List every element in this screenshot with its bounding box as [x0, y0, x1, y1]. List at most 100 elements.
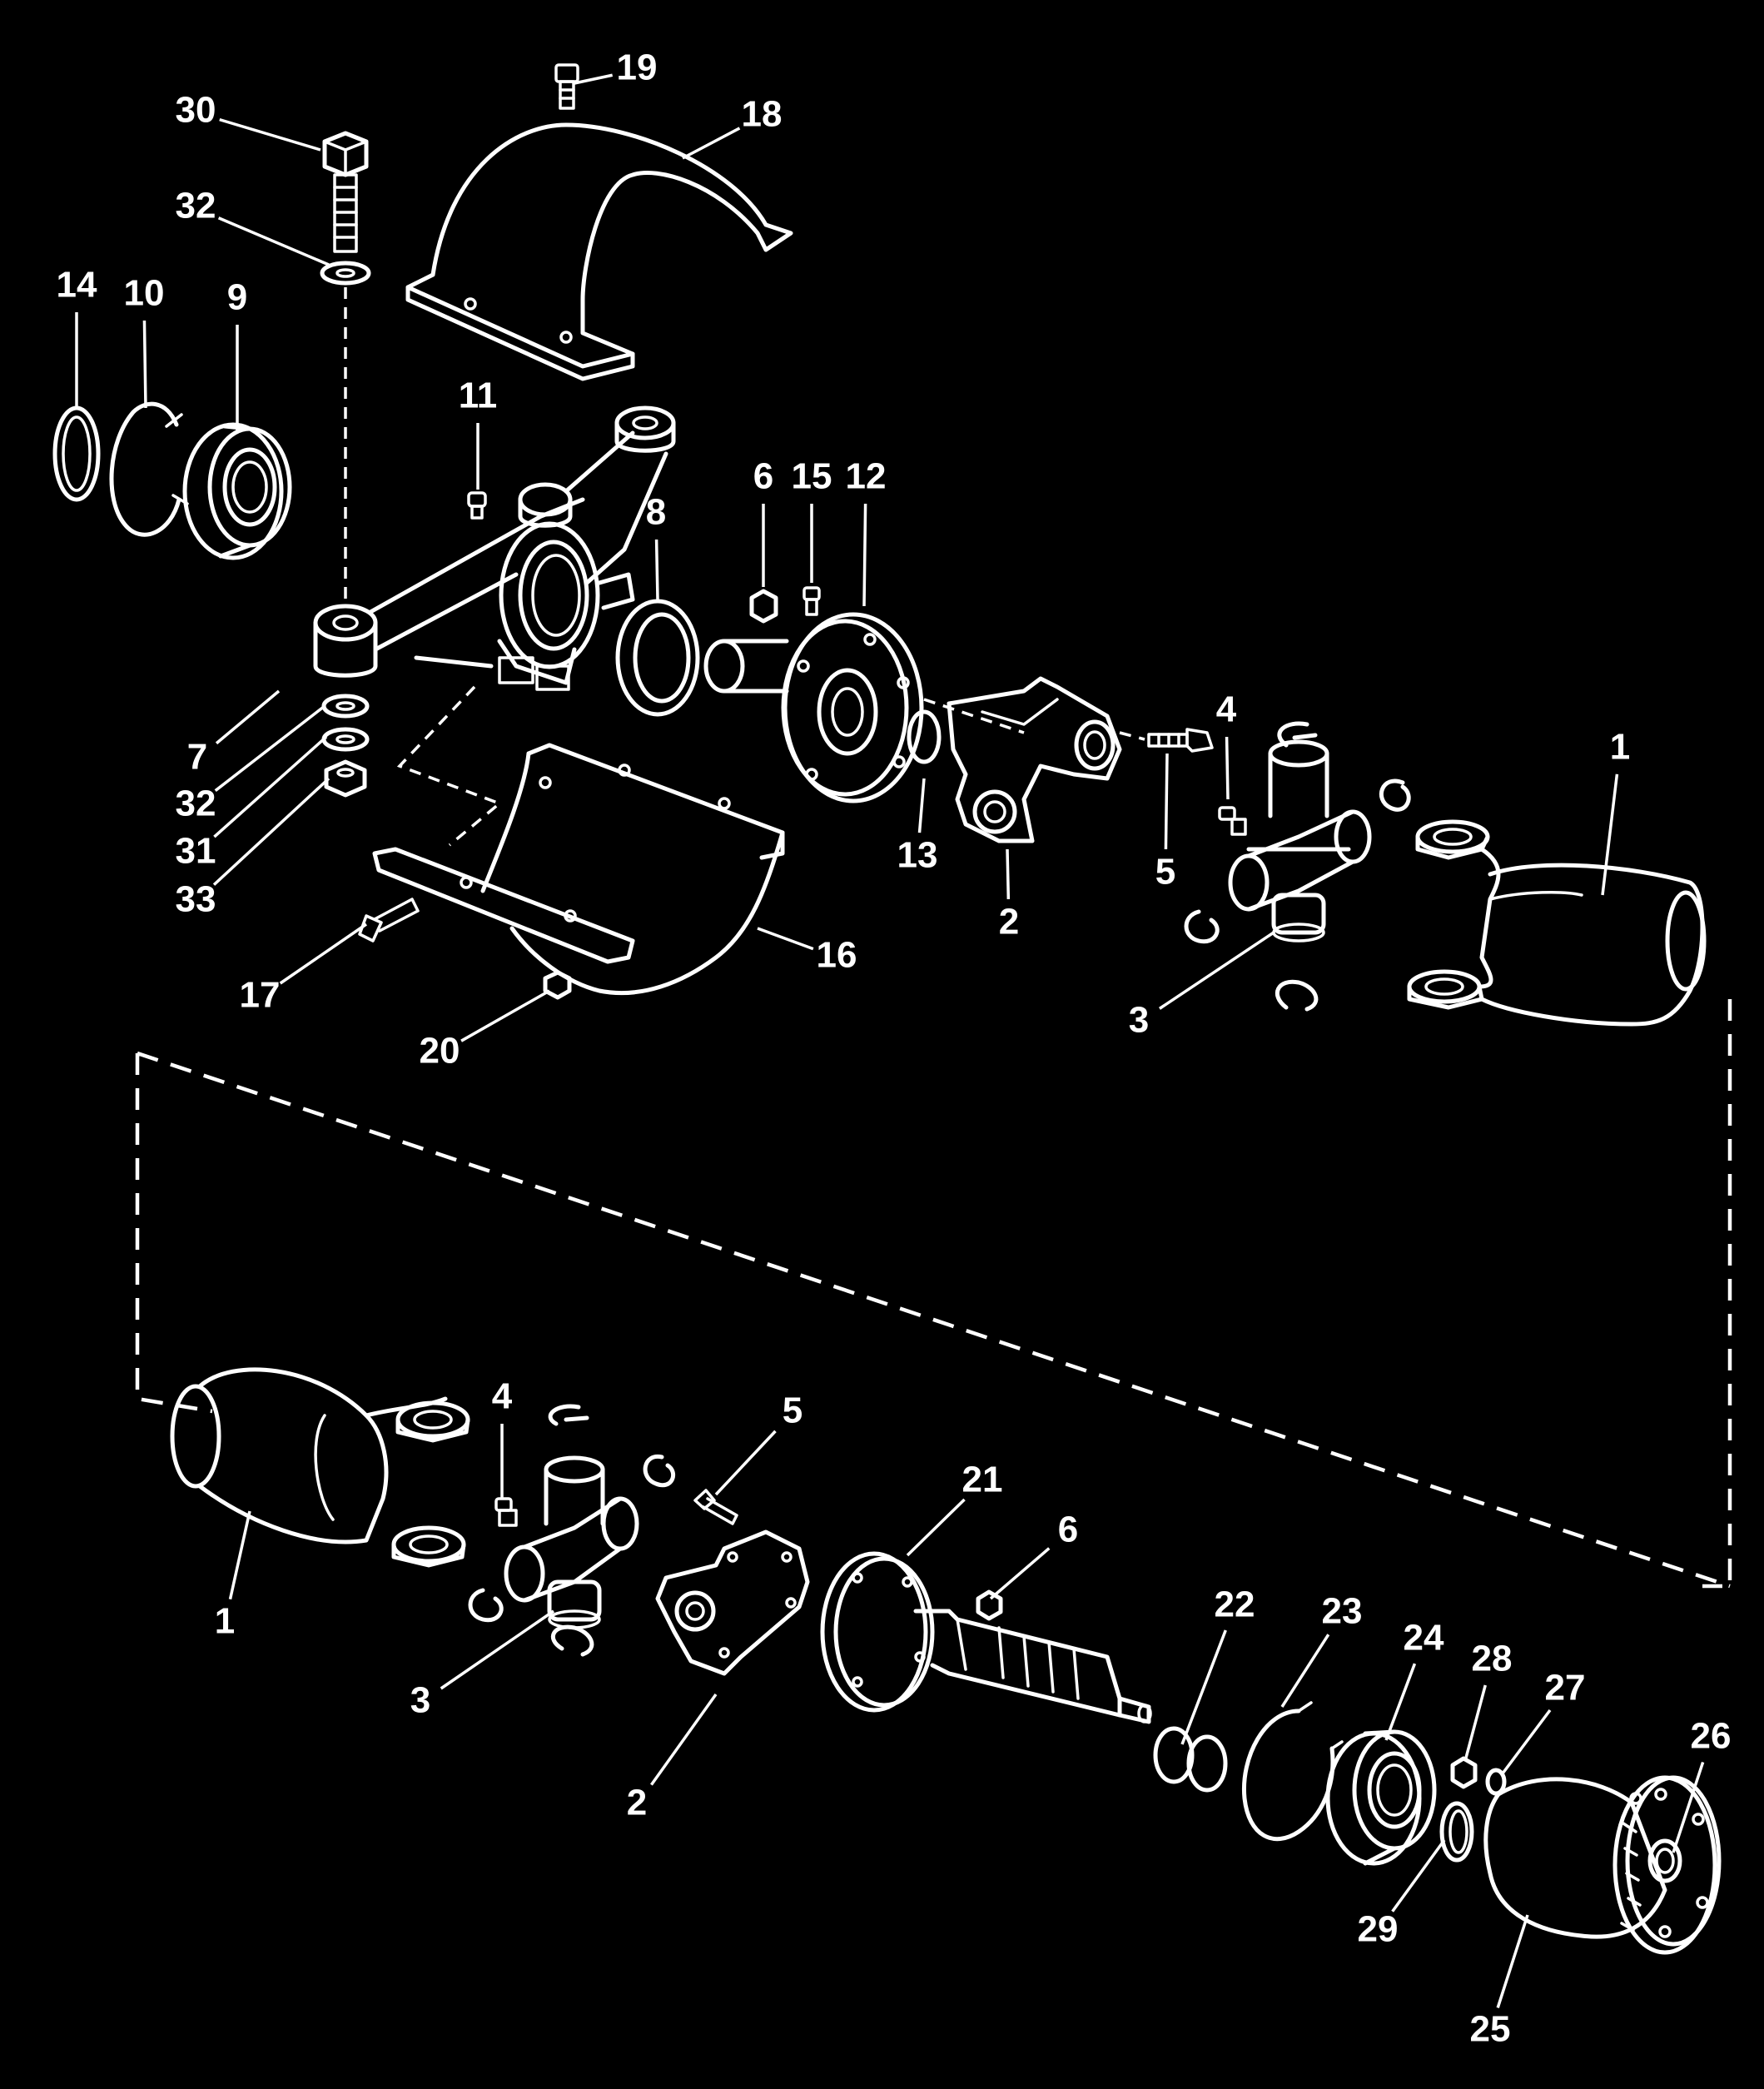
- part-flange-yoke-2-upper: [947, 676, 1122, 843]
- callout-label-c2b: 2: [627, 1783, 647, 1823]
- leader-c5b: [714, 1430, 777, 1496]
- callout-label-c26: 26: [1691, 1716, 1732, 1757]
- leader-c12: [862, 503, 867, 607]
- part-grease-fitting-4-lower: [494, 1497, 518, 1527]
- callout-label-c23: 23: [1322, 1591, 1363, 1632]
- leader-c4a: [1225, 736, 1230, 800]
- part-nut-6-upper: [749, 589, 778, 624]
- callout-label-c27: 27: [1545, 1668, 1586, 1709]
- leader-c6b: [989, 1547, 1051, 1600]
- callout-label-c16: 16: [817, 935, 857, 976]
- callout-label-c3a: 3: [1129, 1000, 1149, 1041]
- callout-label-c4b: 4: [492, 1376, 513, 1417]
- leader-c2b: [650, 1693, 718, 1786]
- callout-label-c31: 31: [176, 831, 216, 872]
- leader-c7: [215, 689, 281, 745]
- leader-c28: [1463, 1684, 1487, 1762]
- part-bolt-19: [554, 63, 579, 110]
- part-grease-fitting-11: [467, 491, 487, 520]
- part-grease-fitting-15: [802, 586, 821, 616]
- part-clip-3-d: [1275, 979, 1319, 1012]
- part-nut-28: [1450, 1756, 1478, 1789]
- leader-c25: [1496, 1914, 1529, 2008]
- callout-label-c29: 29: [1358, 1909, 1399, 1950]
- part-seal-8: [615, 599, 700, 717]
- part-snap-ring-14: [52, 405, 101, 502]
- leader-c17: [279, 923, 367, 985]
- callout-label-c19a: 19: [617, 47, 658, 88]
- part-bearing-support-7: [313, 405, 676, 691]
- part-nut-33: [324, 759, 367, 798]
- part-bolt-17: [358, 898, 420, 943]
- part-washer-32-lower: [321, 694, 370, 719]
- callout-label-c22: 22: [1215, 1584, 1255, 1625]
- callout-label-c21: 21: [962, 1460, 1003, 1500]
- part-u-joint-cross-lower: [504, 1455, 639, 1629]
- callout-label-c4a: 4: [1216, 689, 1237, 730]
- callout-label-c5b: 5: [783, 1390, 802, 1431]
- part-clip-3-b: [1379, 778, 1411, 812]
- leader-c3a: [1158, 931, 1275, 1010]
- part-u-joint-cross-upper: [1228, 739, 1372, 943]
- callout-label-c32a: 32: [176, 186, 216, 226]
- part-o-ring-22-a: [1153, 1726, 1195, 1784]
- callout-label-c9: 9: [227, 277, 247, 318]
- callout-label-c14: 14: [57, 265, 97, 306]
- callout-label-c32b: 32: [176, 783, 216, 824]
- leader-c1b: [228, 1510, 251, 1600]
- callout-label-c2a: 2: [999, 902, 1019, 943]
- callout-label-c12: 12: [846, 456, 887, 497]
- callout-label-c25: 25: [1470, 2009, 1511, 2050]
- leader-c32a: [217, 216, 330, 266]
- part-clip-3-h: [550, 1624, 594, 1657]
- callout-label-c18: 18: [742, 94, 783, 135]
- leader-c5a: [1164, 753, 1169, 850]
- leader-c32b: [214, 704, 326, 793]
- callout-leaders: [75, 73, 1705, 2008]
- part-clip-3-e: [548, 1404, 589, 1426]
- part-bolt-5-lower: [693, 1489, 738, 1525]
- callout-label-c28: 28: [1472, 1639, 1513, 1679]
- callout-label-c8: 8: [646, 492, 666, 533]
- part-clip-3-a: [1277, 721, 1318, 748]
- leader-c29: [1391, 1838, 1446, 1912]
- leader-c30: [219, 117, 321, 152]
- leader-c26: [1672, 1761, 1705, 1853]
- leader-c22: [1180, 1629, 1227, 1745]
- callout-label-c17: 17: [240, 975, 281, 1016]
- part-washer-27: [1485, 1768, 1507, 1796]
- callout-label-c11: 11: [459, 376, 498, 416]
- callout-label-c6b: 6: [1058, 1510, 1078, 1550]
- part-stub-shaft-12: [703, 612, 924, 803]
- leader-c2a: [1006, 848, 1011, 900]
- part-nut-6-lower: [976, 1589, 1003, 1621]
- callout-label-c13: 13: [897, 835, 938, 876]
- part-clip-3-c: [1184, 909, 1220, 944]
- part-nut-20: [543, 970, 572, 1000]
- leader-c8: [654, 539, 659, 600]
- callout-label-c10: 10: [124, 273, 165, 314]
- part-bearing-9: [182, 422, 292, 560]
- callout-label-c3b: 3: [410, 1680, 430, 1721]
- callout-label-c1a: 1: [1610, 727, 1630, 768]
- leader-c20: [460, 989, 550, 1042]
- leader-c23: [1280, 1634, 1330, 1708]
- leader-c16: [757, 927, 814, 951]
- part-driveshaft-1-upper: [1407, 819, 1707, 1027]
- callout-label-c20: 20: [420, 1031, 460, 1072]
- leader-c10: [142, 320, 147, 409]
- leader-c27: [1501, 1709, 1552, 1775]
- leader-c33: [212, 777, 330, 886]
- part-bearing-24: [1325, 1729, 1437, 1866]
- part-bolt-30: [322, 131, 369, 253]
- part-clip-3-f: [643, 1455, 676, 1488]
- callout-label-c33: 33: [176, 879, 216, 920]
- callout-label-c7: 7: [187, 737, 207, 778]
- leader-c21: [906, 1498, 966, 1557]
- part-flange-yoke-2-lower: [655, 1529, 810, 1676]
- part-clip-3-g: [468, 1588, 504, 1623]
- part-snap-ring-23: [1241, 1701, 1344, 1842]
- assembly-connector-line: [135, 999, 1732, 1589]
- leader-c24: [1384, 1663, 1417, 1741]
